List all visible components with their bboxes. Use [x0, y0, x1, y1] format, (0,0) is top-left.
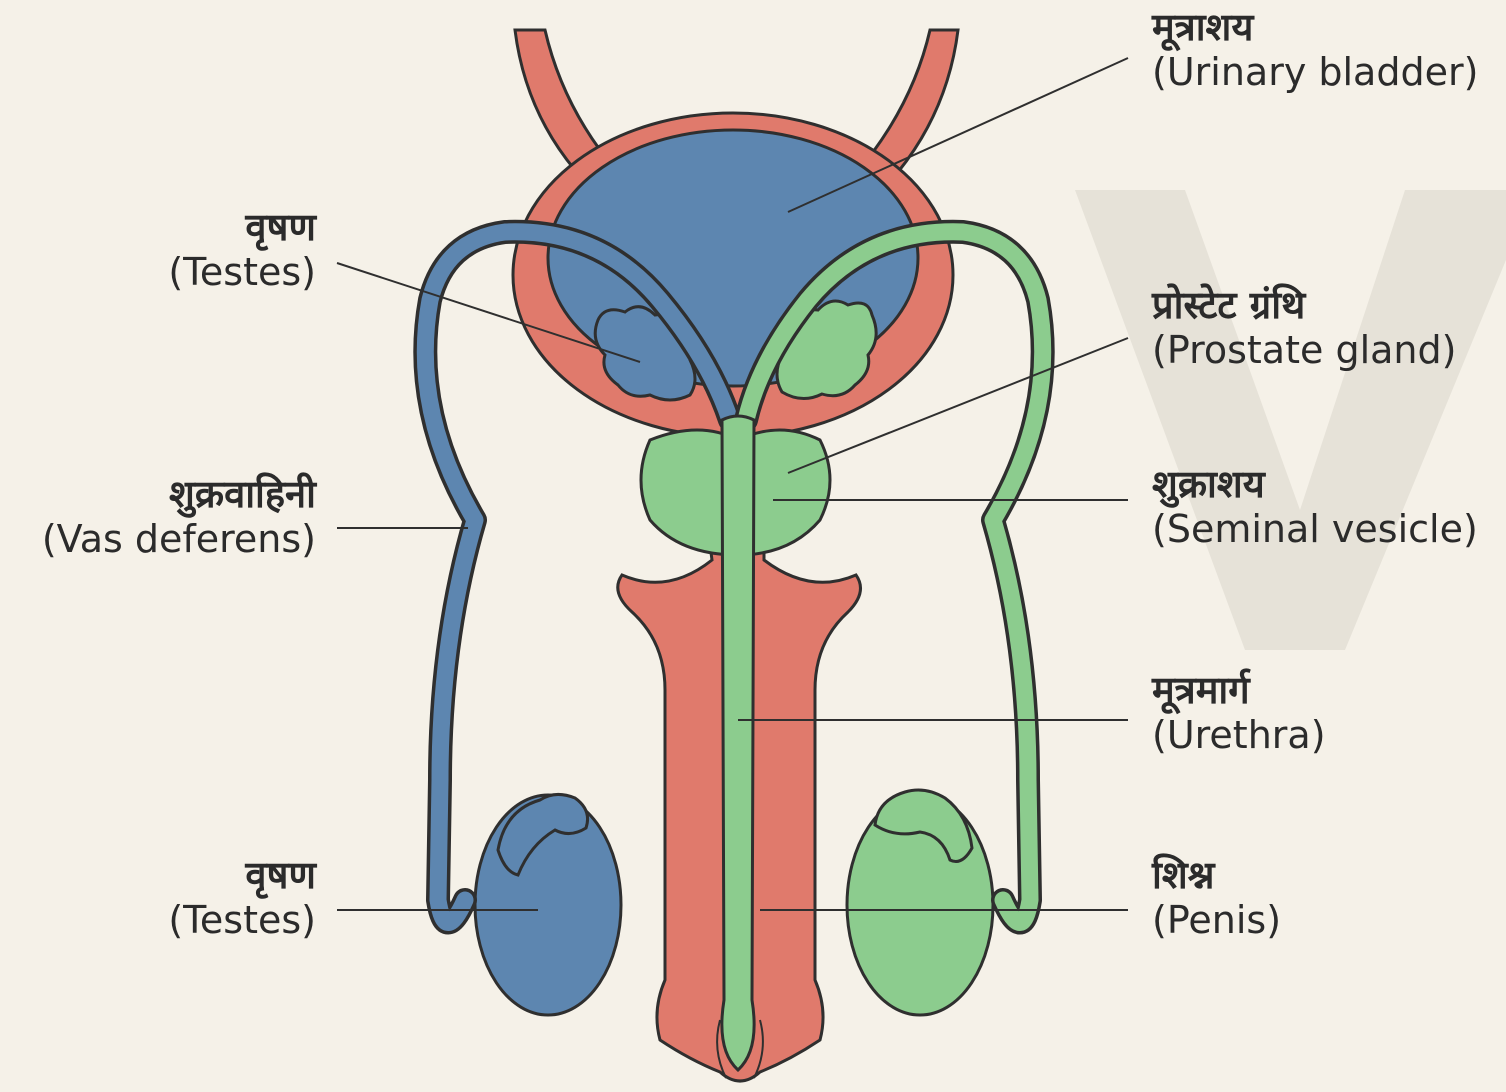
label-urethra-english: (Urethra)	[1152, 713, 1326, 758]
label-prostate-gland-english: (Prostate gland)	[1152, 328, 1456, 373]
label-prostate-gland: प्रोस्टेट ग्रंथि (Prostate gland)	[1152, 283, 1456, 373]
label-vas-deferens-hindi: शुक्रवाहिनी	[42, 472, 316, 517]
label-penis-hindi: शिश्न	[1152, 853, 1281, 898]
label-urinary-bladder-english: (Urinary bladder)	[1152, 50, 1478, 95]
label-seminal-vesicle-hindi: शुक्राशय	[1152, 462, 1478, 507]
label-prostate-gland-hindi: प्रोस्टेट ग्रंथि	[1152, 283, 1456, 328]
urethra	[722, 416, 754, 1070]
label-vas-deferens: शुक्रवाहिनी (Vas deferens)	[42, 472, 316, 562]
label-urethra-hindi: मूत्रमार्ग	[1152, 668, 1326, 713]
left-ureter	[515, 30, 600, 170]
label-urinary-bladder: मूत्राशय (Urinary bladder)	[1152, 5, 1478, 95]
watermark-v	[1075, 190, 1506, 650]
label-penis-english: (Penis)	[1152, 898, 1281, 943]
label-penis: शिश्न (Penis)	[1152, 853, 1281, 943]
label-testes-lower-english: (Testes)	[168, 898, 316, 943]
label-urinary-bladder-hindi: मूत्राशय	[1152, 5, 1478, 50]
label-seminal-vesicle-english: (Seminal vesicle)	[1152, 507, 1478, 552]
label-vas-deferens-english: (Vas deferens)	[42, 517, 316, 562]
right-ureter	[873, 30, 958, 172]
label-testes-upper-english: (Testes)	[168, 250, 316, 295]
label-testes-lower-hindi: वृषण	[168, 853, 316, 898]
label-seminal-vesicle: शुक्राशय (Seminal vesicle)	[1152, 462, 1478, 552]
label-urethra: मूत्रमार्ग (Urethra)	[1152, 668, 1326, 758]
label-testes-upper: वृषण (Testes)	[168, 205, 316, 295]
label-testes-upper-hindi: वृषण	[168, 205, 316, 250]
label-testes-lower: वृषण (Testes)	[168, 853, 316, 943]
